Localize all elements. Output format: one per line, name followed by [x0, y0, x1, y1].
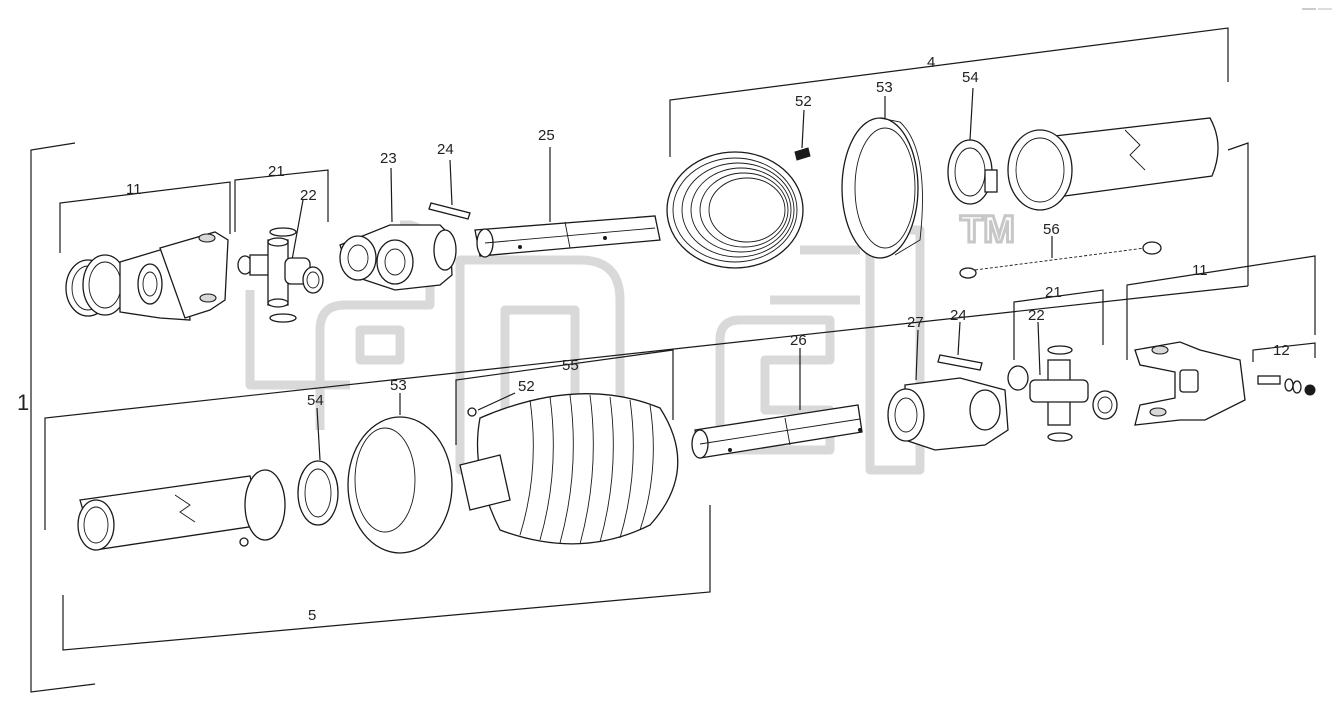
part-52-screw-bottom — [467, 407, 477, 417]
bracket-1 — [30, 142, 96, 693]
watermark-tm: TM — [960, 209, 1015, 251]
part-22-cross-left — [237, 227, 324, 323]
part-56-chain — [959, 241, 1162, 279]
bracket-21-left — [234, 169, 329, 232]
callout-labels: 1 4 5 11 11 12 21 21 22 22 23 24 24 25 2… — [17, 54, 1290, 624]
part-25-profile-tube — [474, 215, 661, 258]
callout-55: 55 — [562, 357, 579, 374]
bracket-11-left — [59, 181, 231, 253]
callout-53-bottom: 53 — [390, 377, 407, 394]
callout-21-left: 21 — [268, 163, 285, 180]
part-11-yoke-left — [65, 231, 229, 321]
callout-25: 25 — [538, 127, 555, 144]
callout-24-left: 24 — [437, 141, 454, 158]
part-12-bolt-washers — [1257, 375, 1316, 396]
part-outer-tube-top — [1007, 117, 1219, 211]
callout-27: 27 — [907, 314, 924, 331]
part-54-ring-top — [947, 139, 998, 205]
part-27-inner-yoke — [887, 377, 1009, 451]
part-24-pin-left — [428, 202, 471, 220]
watermark: TM — [245, 208, 1016, 475]
callout-26: 26 — [790, 332, 807, 349]
part-22-cross-right — [1007, 345, 1118, 442]
callout-21-right: 21 — [1045, 284, 1062, 301]
part-11-yoke-right — [1134, 341, 1246, 426]
callout-52-bottom: 52 — [518, 378, 535, 395]
bracket-5 — [62, 505, 711, 651]
part-53-cover-top — [841, 117, 923, 259]
part-54-ring-bottom — [297, 460, 339, 526]
leader-lines — [291, 87, 1053, 461]
part-outer-tube-bottom — [77, 469, 286, 551]
part-24-pin-right — [937, 354, 983, 371]
bracket-4 — [44, 27, 1249, 530]
callout-54-bottom: 54 — [307, 392, 324, 409]
callout-53-top: 53 — [876, 79, 893, 96]
callout-54-top: 54 — [962, 69, 979, 86]
callout-24-right: 24 — [950, 307, 967, 324]
part-bellows-top — [666, 151, 804, 269]
part-55-bellows-bottom — [459, 393, 679, 545]
part-52-screw-top — [794, 147, 811, 161]
callout-52-top: 52 — [795, 93, 812, 110]
callout-23: 23 — [380, 150, 397, 167]
callout-5: 5 — [308, 607, 316, 624]
callout-22-left: 22 — [300, 187, 317, 204]
bracket-12 — [1252, 342, 1316, 362]
callout-4: 4 — [927, 54, 935, 71]
callout-1: 1 — [17, 390, 29, 415]
bracket-11-right — [1126, 255, 1316, 360]
callout-56: 56 — [1043, 221, 1060, 238]
part-23-inner-yoke — [339, 224, 457, 291]
bracket-21-right — [1013, 289, 1104, 360]
callout-22-right: 22 — [1028, 307, 1045, 324]
callout-12: 12 — [1273, 342, 1290, 359]
bracket-55 — [455, 349, 674, 445]
part-53-cover-bottom — [347, 416, 453, 554]
callout-11-left: 11 — [126, 181, 142, 198]
part-26-profile-tube — [691, 404, 863, 459]
callout-11-right: 11 — [1192, 262, 1208, 279]
